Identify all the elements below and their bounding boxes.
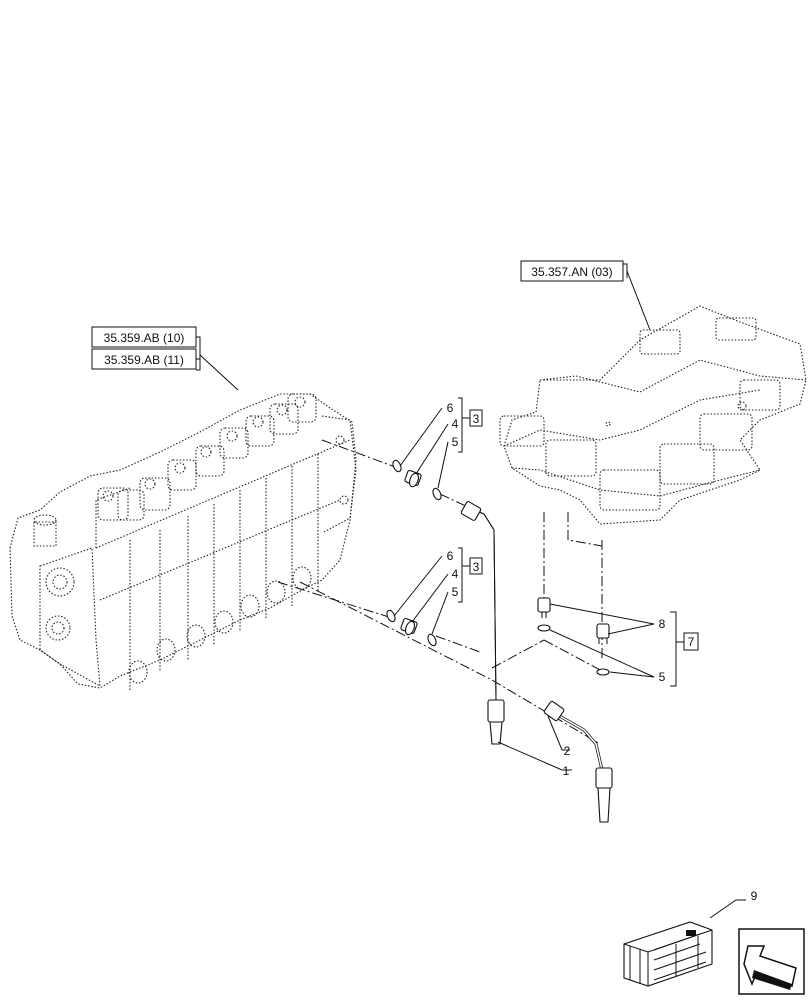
reference-label-valve-top: 35.359.AB (10) [104,331,185,345]
kit-box-a[interactable]: 3 [469,409,483,427]
pipe-1-drawing [460,501,505,745]
callout-pipe-2-label: 2 [564,744,571,758]
callout-group-b: 6 4 5 [393,547,470,635]
callout-crate: 9 [709,889,758,919]
callout-right-item-1: 8 [659,617,666,631]
pipe-2-drawing [543,700,613,823]
kit-box-right[interactable]: 7 [683,632,699,651]
callout-pipe-1-label: 1 [563,764,570,778]
reference-box-valve-bottom[interactable]: 35.359.AB (11) [91,348,197,370]
callout-pipe-1: 1 [497,741,572,778]
control-valve-drawing [9,393,357,690]
callout-b-item-2: 4 [452,567,459,581]
reference-label-valve-bottom: 35.359.AB (11) [104,353,184,367]
kit-box-b[interactable]: 3 [469,557,483,575]
kit-label-right: 7 [688,635,695,649]
fitting-set-b-drawing [386,609,437,647]
fitting-set-a-drawing [392,459,442,501]
callout-crate-label: 9 [751,889,758,903]
callout-a-item-3: 5 [452,435,459,449]
next-page-arrow-icon[interactable] [738,928,805,995]
callout-a-item-2: 4 [452,417,459,431]
callout-right-item-2: 5 [659,670,666,684]
kit-label-a: 3 [473,412,480,426]
callout-pipe-2: 2 [547,715,571,758]
reference-leader-valve [199,354,239,391]
reference-box-valve-top[interactable]: 35.359.AB (10) [91,326,197,348]
callout-b-item-1: 6 [447,549,454,563]
callout-group-right: 8 5 [549,603,684,687]
centerlines [277,439,605,745]
right-fittings-drawing [537,597,610,676]
kit-label-b: 3 [473,560,480,574]
reference-leader-block [623,263,651,331]
callout-a-item-1: 6 [447,401,454,415]
callout-group-a: 6 4 5 [399,397,470,489]
reference-label-block: 35.357.AN (03) [531,265,612,279]
shipping-crate-icon [623,921,713,987]
callout-b-item-3: 5 [452,585,459,599]
reference-box-block[interactable]: 35.357.AN (03) [520,260,624,282]
manifold-block-drawing [499,305,807,525]
